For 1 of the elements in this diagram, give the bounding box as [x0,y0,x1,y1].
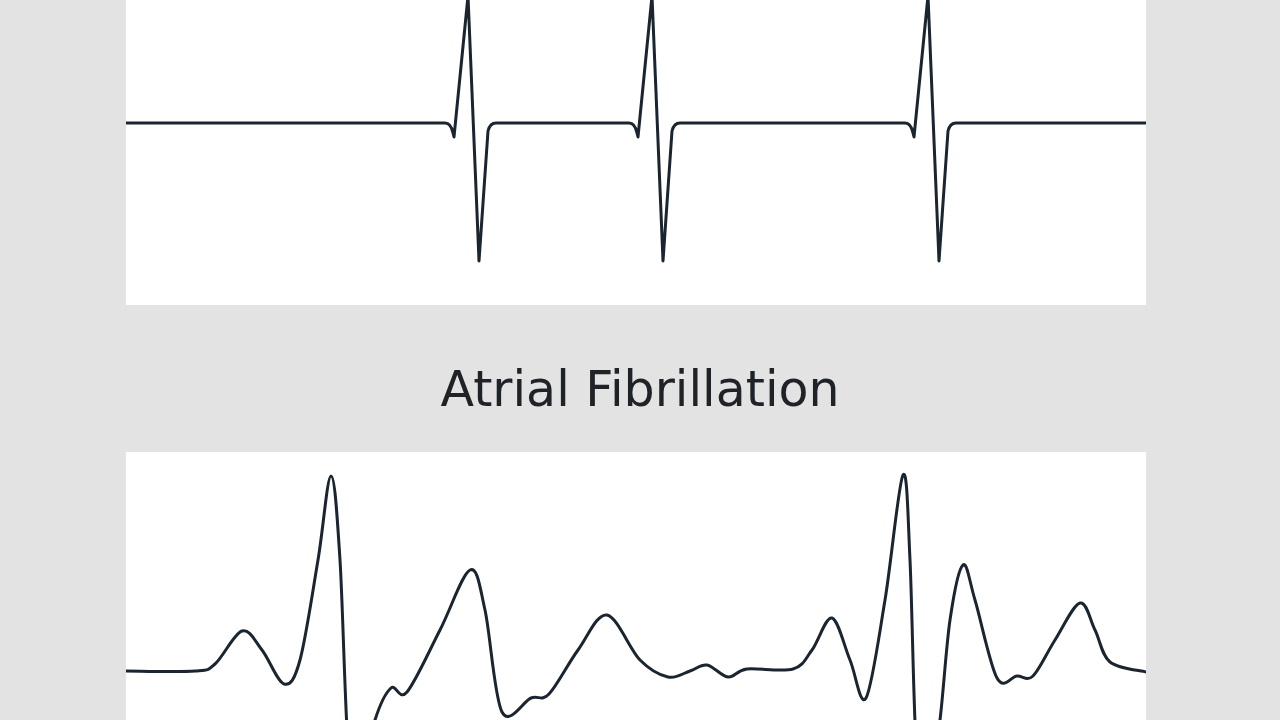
title: Atrial Fibrillation [440,360,840,420]
